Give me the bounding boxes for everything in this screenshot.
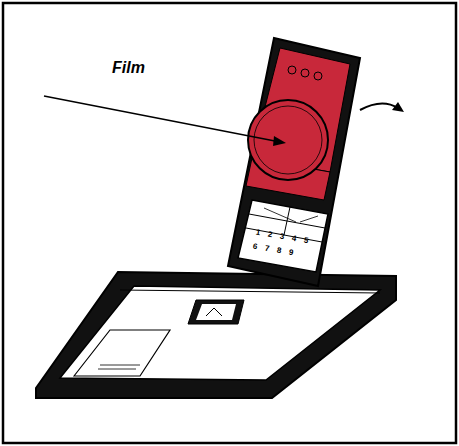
part-label: Film	[112, 60, 145, 76]
keypad-digit: 4	[288, 234, 299, 244]
keypad-digit: 8	[273, 246, 284, 256]
base-tray	[36, 272, 396, 398]
keypad-digit: 2	[264, 230, 275, 240]
keypad-digit: 6	[249, 242, 260, 252]
motion-arrow	[360, 102, 404, 112]
keypad-digit: 9	[285, 248, 296, 258]
keypad-digit: 3	[276, 232, 287, 242]
film-unit	[228, 38, 360, 286]
keypad-digit: 5	[300, 236, 311, 246]
keypad-digit: 7	[261, 244, 272, 254]
frame-border	[3, 3, 456, 443]
leader-line	[44, 96, 286, 146]
keypad-digit: 1	[252, 228, 263, 238]
